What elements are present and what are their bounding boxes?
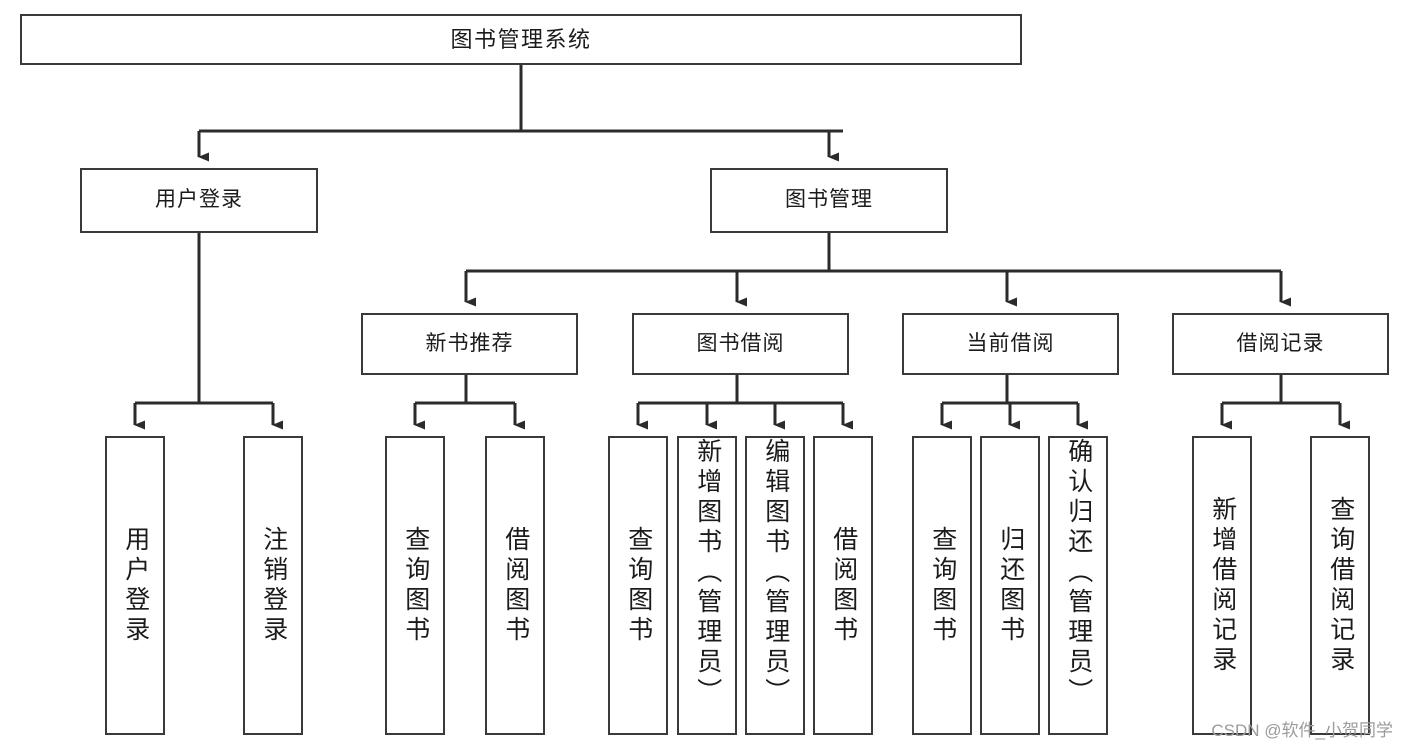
leaf-confirm-return[interactable]: 确认归还（管理员） — [1048, 436, 1108, 735]
node-label: 用户登录 — [155, 188, 243, 212]
leaf-query-book-3[interactable]: 查询图书 — [912, 436, 972, 735]
node-label: 注销登录 — [259, 525, 288, 646]
node-label: 确认归还（管理员） — [1064, 438, 1093, 708]
node-label: 图书借阅 — [696, 331, 785, 355]
node-label: 当前借阅 — [966, 331, 1055, 355]
node-label: 新书推荐 — [425, 331, 514, 355]
node-book-management[interactable]: 图书管理 — [710, 168, 948, 233]
node-current-borrow[interactable]: 当前借阅 — [902, 313, 1119, 375]
node-label: 新增借阅记录 — [1208, 495, 1237, 676]
leaf-edit-book[interactable]: 编辑图书（管理员） — [745, 436, 805, 735]
node-label: 借阅图书 — [501, 525, 530, 646]
node-label: 借阅记录 — [1236, 331, 1325, 355]
leaf-user-login-action[interactable]: 用户登录 — [105, 436, 165, 735]
node-label: 查询图书 — [401, 525, 430, 646]
node-label: 编辑图书（管理员） — [761, 438, 790, 708]
node-label: 查询图书 — [624, 525, 653, 646]
leaf-query-borrow-record[interactable]: 查询借阅记录 — [1310, 436, 1370, 735]
leaf-borrow-book-1[interactable]: 借阅图书 — [485, 436, 545, 735]
leaf-add-borrow-record[interactable]: 新增借阅记录 — [1192, 436, 1252, 735]
node-label: 查询借阅记录 — [1326, 495, 1355, 676]
node-label: 图书管理系统 — [450, 26, 592, 52]
leaf-query-book-1[interactable]: 查询图书 — [385, 436, 445, 735]
leaf-query-book-2[interactable]: 查询图书 — [608, 436, 668, 735]
node-book-borrow[interactable]: 图书借阅 — [632, 313, 849, 375]
csdn-watermark: CSDN @软件_小贺同学 — [1211, 721, 1393, 740]
node-label: 借阅图书 — [829, 525, 858, 646]
leaf-add-book[interactable]: 新增图书（管理员） — [677, 436, 737, 735]
leaf-return-book[interactable]: 归还图书 — [980, 436, 1040, 735]
node-new-book-recommend[interactable]: 新书推荐 — [361, 313, 578, 375]
node-label: 图书管理 — [785, 188, 873, 212]
node-root-system[interactable]: 图书管理系统 — [20, 14, 1022, 65]
node-borrow-record[interactable]: 借阅记录 — [1172, 313, 1389, 375]
node-label: 新增图书（管理员） — [693, 438, 722, 708]
node-label: 查询图书 — [928, 525, 957, 646]
node-label: 用户登录 — [121, 525, 150, 646]
leaf-user-logout-action[interactable]: 注销登录 — [243, 436, 303, 735]
node-user-login[interactable]: 用户登录 — [80, 168, 318, 233]
leaf-borrow-book-2[interactable]: 借阅图书 — [813, 436, 873, 735]
node-label: 归还图书 — [996, 525, 1025, 646]
